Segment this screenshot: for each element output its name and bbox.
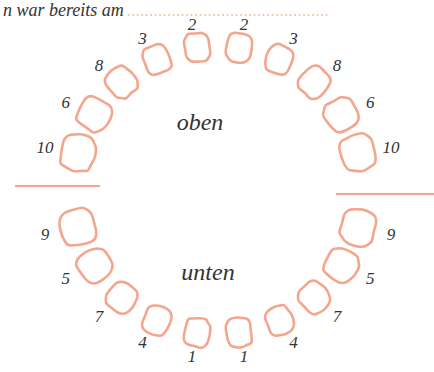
tooth-number: 4 [138,333,147,352]
teeth-group [56,31,379,349]
tooth-number: 9 [41,224,50,243]
label-slot: 6 [61,93,70,110]
label-slot: 1 [240,348,249,365]
label-slot: 10 [382,138,399,155]
label-slot: 3 [138,29,147,46]
tooth-number: 5 [366,269,375,288]
tooth-outline [319,92,363,136]
jaw-label: oben [177,109,224,135]
tooth-outline [294,277,336,319]
tooth-outline [56,205,99,249]
tooth-outline [337,131,379,176]
tooth-number: 9 [387,224,396,243]
tooth-outline [224,32,253,65]
tooth-number: 1 [188,347,197,366]
tooth-outline [319,243,364,288]
tooth-number: 6 [61,92,70,111]
tooth-outline [183,31,212,64]
tooth-number: 6 [366,92,375,111]
tooth-outline [101,277,142,318]
label-slot: n war bereits am [3,1,124,19]
tooth-outline [101,61,142,103]
tooth-number: 8 [333,55,342,74]
tooth-outline [224,316,253,350]
jaw-divider [15,185,100,187]
label-slot: 5 [61,270,70,287]
tooth-number: 7 [333,306,342,325]
label-slot: 4 [289,334,298,351]
tooth-number: 10 [37,137,54,156]
tooth-number: 7 [95,306,104,325]
jaw-label: unten [181,259,234,285]
label-slot: 1 [188,348,197,365]
dotted-writing-line [128,14,330,16]
tooth-number: 1 [240,347,249,366]
tooth-number: 3 [289,28,298,47]
tooth-number: 4 [289,333,298,352]
label-slot: 9 [387,225,396,242]
label-slot: oben [177,110,224,134]
label-slot: 7 [333,307,342,324]
tooth-outline [72,243,117,288]
tooth-outline [337,205,379,250]
tooth-number: 8 [95,55,104,74]
header-fragment: n war bereits am [3,0,124,20]
tooth-outline [57,130,100,175]
label-slot: 2 [240,15,249,32]
tooth-number: 5 [61,269,70,288]
label-slot: 3 [289,29,298,46]
label-slot: 8 [333,56,342,73]
tooth-number: 10 [382,137,399,156]
label-slot: 7 [95,307,104,324]
tooth-number: 3 [138,28,147,47]
tooth-outline [294,62,335,103]
tooth-number: 2 [188,14,197,33]
label-slot: 6 [366,93,375,110]
tooth-outline [182,316,211,349]
label-slot: 10 [37,138,54,155]
tooth-outline [72,93,116,137]
label-slot: 4 [138,334,147,351]
label-slot: 8 [95,56,104,73]
label-slot: 2 [188,15,197,32]
tooth-number: 2 [240,14,249,33]
jaw-divider [336,193,434,195]
label-slot: unten [181,260,234,284]
label-slot: 5 [366,270,375,287]
label-slot: 9 [41,225,50,242]
